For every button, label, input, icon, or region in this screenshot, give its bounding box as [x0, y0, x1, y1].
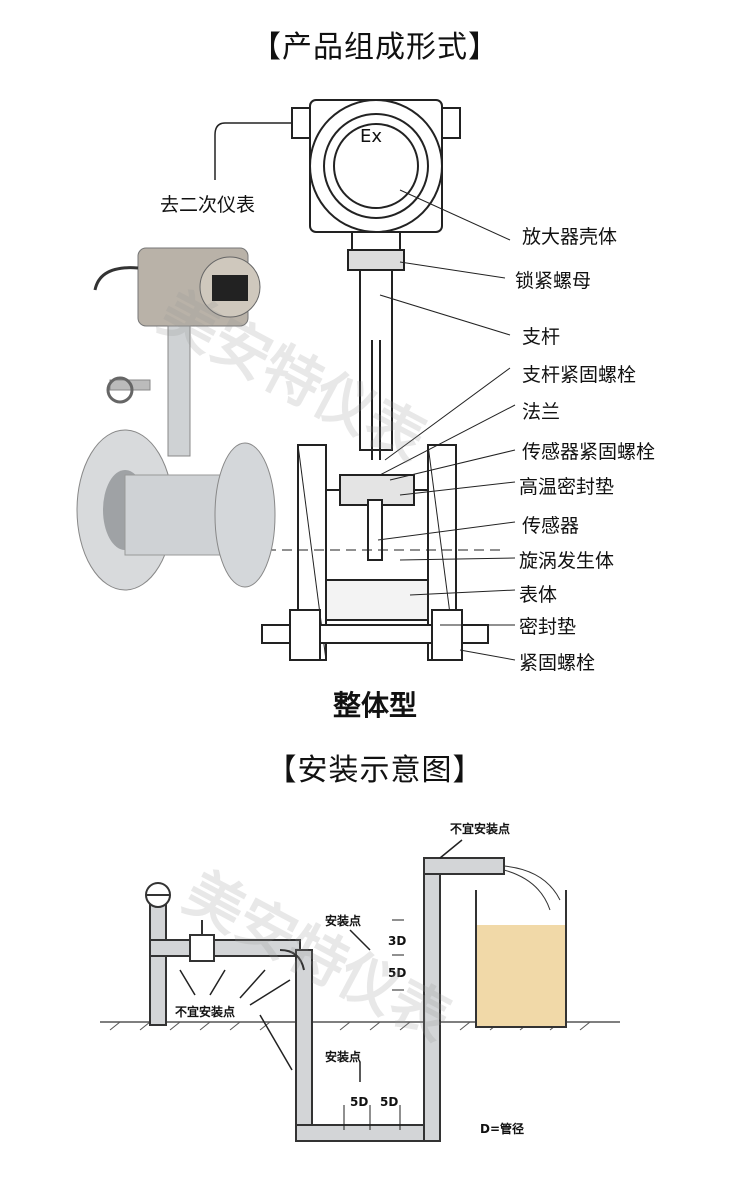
diameter-legend: D=管径 — [480, 1122, 525, 1136]
part-label-9: 旋涡发生体 — [519, 550, 615, 572]
dim-3d: 3D — [388, 934, 407, 948]
part-label-4: 支杆紧固螺栓 — [522, 364, 637, 386]
not-suitable-top-label: 不宜安装点 — [450, 822, 511, 836]
not-suitable-left-label: 不宜安装点 — [175, 1005, 236, 1019]
part-label-6: 传感器紧固螺栓 — [522, 441, 656, 463]
product-photo — [76, 247, 276, 591]
bluff-body — [325, 579, 429, 621]
sensor — [367, 499, 383, 561]
part-label-12: 紧固螺栓 — [519, 652, 596, 674]
part-label-5: 法兰 — [522, 401, 561, 423]
part-label-10: 表体 — [519, 584, 558, 606]
part-label-7: 高温密封垫 — [519, 476, 615, 498]
install-point-lower-label: 安装点 — [325, 1050, 362, 1064]
part-label-2: 锁紧螺母 — [515, 270, 592, 292]
tank — [475, 865, 567, 1028]
dim-5d-b: 5D — [380, 1095, 399, 1109]
lock-nut — [347, 249, 405, 271]
install-point-upper-label: 安装点 — [325, 914, 362, 928]
section1-title: 【产品组成形式】 — [251, 30, 499, 65]
integrated-type-caption: 整体型 — [332, 689, 417, 722]
stem — [359, 269, 393, 451]
vortex-meter-drawing: Ex — [76, 99, 516, 661]
label-to-secondary-instrument: 去二次仪表 — [160, 194, 256, 216]
part-label-11: 密封垫 — [519, 616, 577, 638]
ex-mark: Ex — [360, 126, 382, 147]
dim-5d-vertical: 5D — [388, 966, 407, 980]
installation-diagram — [100, 839, 620, 1142]
part-label-3: 支杆 — [522, 326, 561, 348]
part-label-8: 传感器 — [522, 515, 580, 537]
part-label-1: 放大器壳体 — [522, 226, 618, 248]
valve — [145, 882, 215, 962]
section2-title: 【安装示意图】 — [266, 753, 484, 788]
dim-5d-a: 5D — [350, 1095, 369, 1109]
